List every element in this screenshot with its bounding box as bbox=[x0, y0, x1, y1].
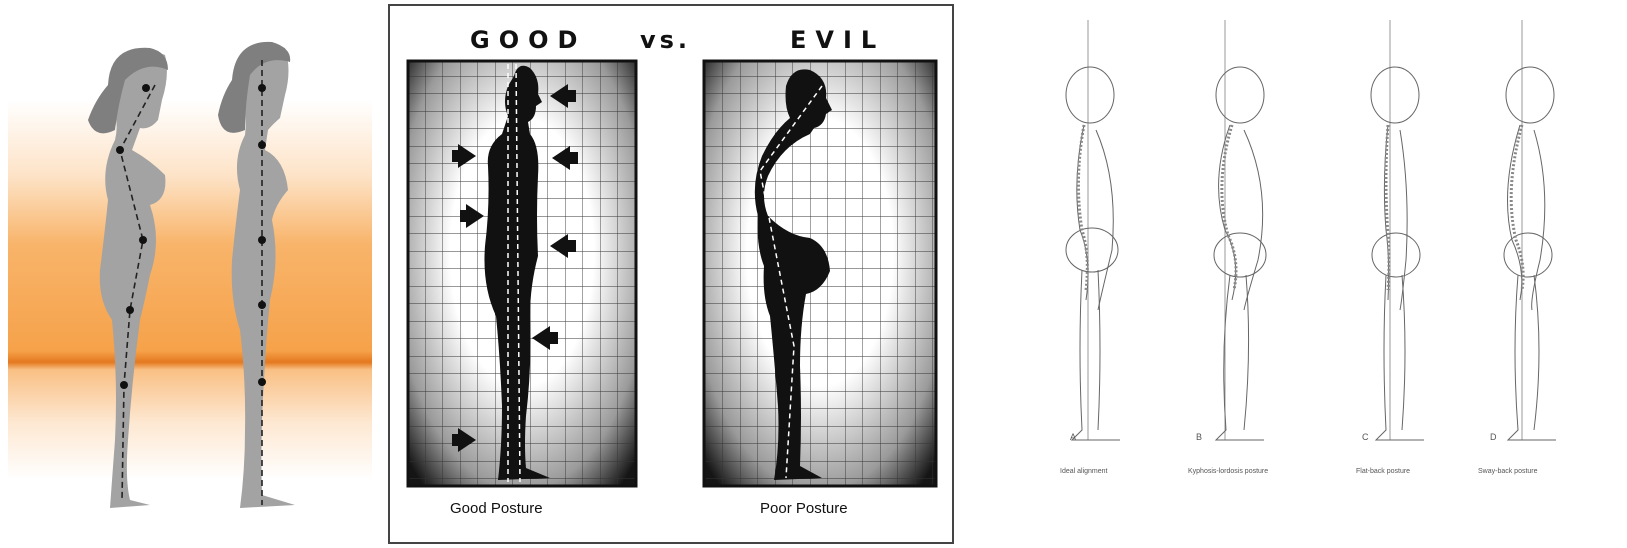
label-d: D bbox=[1490, 432, 1497, 442]
female-posture-illustration bbox=[0, 0, 380, 548]
skeleton-ideal bbox=[1066, 20, 1120, 440]
label-c: C bbox=[1362, 432, 1369, 442]
poor-posture-frame bbox=[704, 61, 936, 486]
good-vs-evil-panel: GOOD vs. EVIL bbox=[388, 4, 954, 544]
caption-flat-back: Flat-back posture bbox=[1356, 468, 1410, 475]
skeleton-kyphosis-lordosis bbox=[1214, 20, 1266, 440]
female-posture-panel bbox=[0, 0, 380, 548]
skeleton-posture-illustration bbox=[1000, 0, 1627, 548]
poor-posture-caption: Poor Posture bbox=[760, 500, 848, 517]
skeleton-flat-back bbox=[1371, 20, 1424, 440]
posture-grid-illustration bbox=[390, 6, 956, 546]
good-posture-caption: Good Posture bbox=[450, 500, 543, 517]
spine-lines bbox=[1078, 125, 1523, 290]
caption-sway-back: Sway-back posture bbox=[1478, 468, 1538, 475]
skeleton-sway-back bbox=[1504, 20, 1556, 440]
skeleton-figures bbox=[1066, 20, 1556, 440]
label-b: B bbox=[1196, 432, 1202, 442]
label-a: A bbox=[1070, 432, 1076, 442]
caption-ideal: Ideal alignment bbox=[1060, 468, 1107, 475]
skeleton-posture-panel: A B C D Ideal alignment Kyphosis-lordosi… bbox=[1000, 0, 1627, 548]
orange-gradient-background bbox=[8, 100, 372, 480]
good-posture-frame bbox=[408, 61, 636, 486]
caption-kyphosis-lordosis: Kyphosis-lordosis posture bbox=[1188, 468, 1268, 475]
